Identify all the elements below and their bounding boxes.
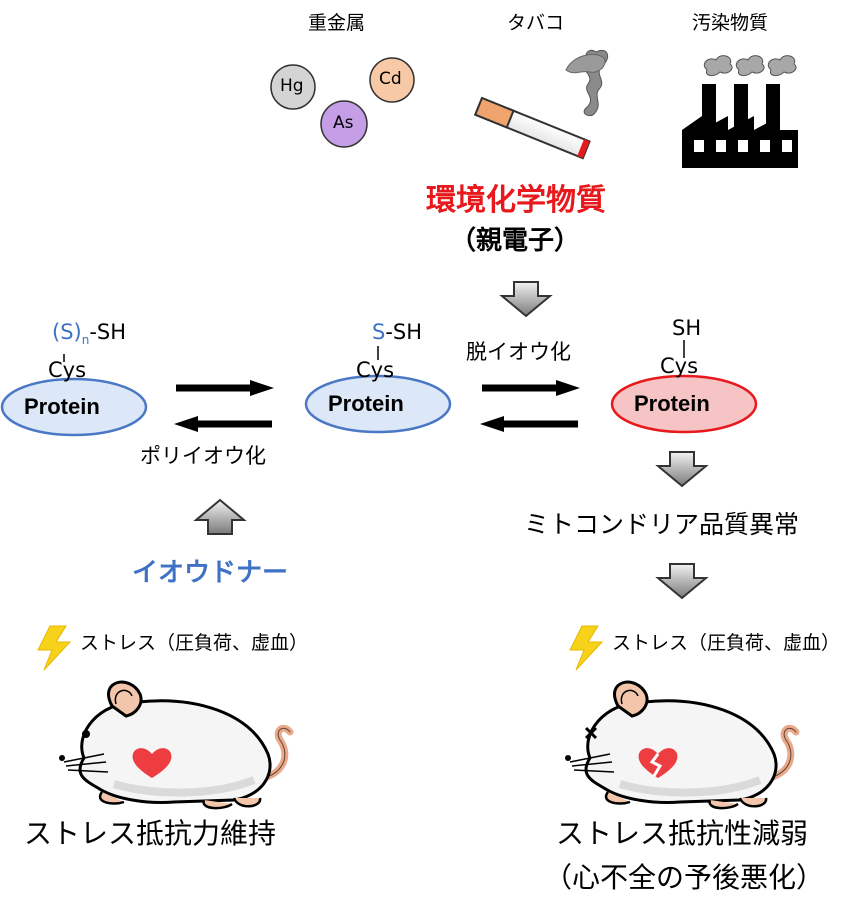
metal-hg: Hg <box>280 76 304 96</box>
left-cys-label: Cys <box>48 358 87 382</box>
metal-cd: Cd <box>379 69 402 89</box>
down-arrow-mito <box>657 451 707 487</box>
pollutants-label: 汚染物質 <box>692 12 769 34</box>
metal-as: As <box>333 113 354 133</box>
protein-middle <box>304 374 452 434</box>
tobacco-label: タバコ <box>507 12 565 34</box>
stress-label-left: ストレス（圧負荷、虚血） <box>80 632 309 654</box>
hg-circle <box>270 64 316 110</box>
down-arrow-stress <box>657 563 707 599</box>
environmental-subtitle: （親電子） <box>450 226 581 256</box>
sulfur-donor-label: イオウドナー <box>132 558 289 588</box>
healthy-mouse <box>59 682 290 808</box>
middle-cys-label: Cys <box>356 358 395 382</box>
lightning-icon-left <box>37 625 71 671</box>
right-protein-label: Protein <box>634 391 710 416</box>
up-arrow-donor <box>193 498 247 535</box>
right-cys-label: Cys <box>660 354 699 378</box>
mito-quality-label: ミトコンドリア品質異常 <box>524 510 800 539</box>
equilibrium-arrows-right <box>480 380 580 432</box>
lightning-icon-right <box>569 625 603 671</box>
outcome-right-line1: ストレス抵抗性減弱 <box>556 817 809 850</box>
cd-circle <box>369 57 415 103</box>
factory-icon <box>682 55 798 168</box>
stress-label-right: ストレス（圧負荷、虚血） <box>612 632 841 654</box>
down-arrow-environmental <box>501 281 551 317</box>
left-group-label: (S)n-SH <box>52 320 127 348</box>
heart-icon <box>132 748 172 778</box>
polysulfuration-label: ポリイオウ化 <box>140 444 266 468</box>
middle-group-label: S-SH <box>372 320 423 344</box>
cigarette-icon <box>473 96 591 160</box>
environmental-title: 環境化学物質 <box>426 183 606 218</box>
equilibrium-arrows-left <box>174 380 274 432</box>
left-protein-label: Protein <box>24 394 100 419</box>
outcome-right-line2: （心不全の予後悪化） <box>544 861 825 894</box>
protein-right <box>610 374 758 434</box>
desulfuration-label: 脱イオウ化 <box>466 340 571 364</box>
broken-heart-icon <box>638 748 678 778</box>
as-circle <box>320 100 368 148</box>
protein-left <box>0 377 148 437</box>
heavy-metals-label: 重金属 <box>308 12 366 34</box>
middle-protein-label: Protein <box>328 391 404 416</box>
right-group-label: SH <box>672 316 702 340</box>
sick-mouse <box>565 682 796 808</box>
outcome-left: ストレス抵抗力維持 <box>24 817 277 850</box>
